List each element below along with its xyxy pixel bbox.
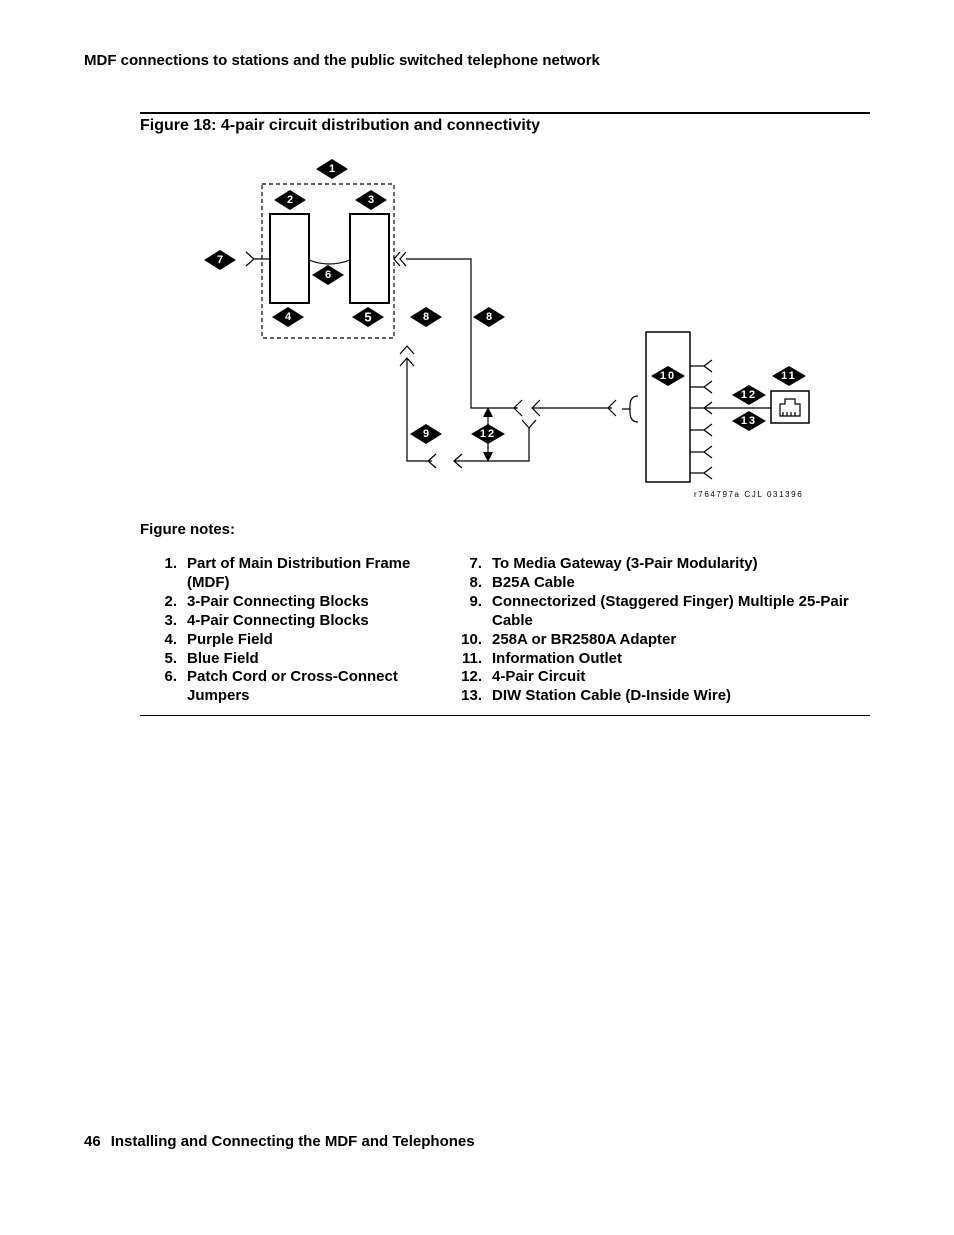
- callout-8b: 8: [473, 307, 505, 327]
- chapter-title: Installing and Connecting the MDF and Te…: [110, 1133, 475, 1150]
- svg-text:8: 8: [486, 311, 492, 323]
- station-cable: [690, 401, 771, 415]
- callout-7: 7: [204, 250, 236, 270]
- svg-text:1: 1: [329, 163, 335, 175]
- callout-6: 6: [312, 265, 344, 285]
- note-item: 6.Patch Cord or Cross-Connect Jumpers: [164, 668, 398, 705]
- adapter-plug: [607, 395, 639, 423]
- callout-11: 11: [772, 366, 806, 386]
- svg-text:11: 11: [781, 370, 797, 382]
- note-item: 3.4-Pair Connecting Blocks: [164, 611, 369, 629]
- b25a-plug-left: [513, 399, 523, 417]
- svg-text:12: 12: [480, 428, 496, 440]
- note-item: 1.Part of Main Distribution Frame (MDF): [164, 555, 411, 591]
- note-item: 4.Purple Field: [164, 630, 273, 648]
- page-number: 46: [84, 1133, 101, 1150]
- callout-3: 3: [355, 190, 387, 210]
- three-pair-block: [269, 213, 310, 304]
- note-item: 5.Blue Field: [164, 649, 259, 667]
- adapter-ports: [690, 359, 713, 480]
- callout-10: 10: [651, 366, 685, 386]
- top-rule: [140, 112, 870, 114]
- figure-title: Figure 18: 4-pair circuit distribution a…: [140, 117, 541, 134]
- callout-12b: 12: [471, 424, 505, 444]
- callout-9: 9: [410, 424, 442, 444]
- callout-13: 13: [732, 411, 766, 431]
- b25a-cable: [393, 251, 518, 409]
- multiple-cable: [399, 345, 432, 462]
- svg-text:10: 10: [660, 370, 676, 382]
- figure-notes-left: 1.Part of Main Distribution Frame (MDF) …: [150, 555, 450, 706]
- svg-text:6: 6: [325, 269, 331, 281]
- four-pair-block: [349, 213, 390, 304]
- callout-1: 1: [316, 159, 348, 179]
- callout-8a: 8: [410, 307, 442, 327]
- callout-12a: 12: [732, 385, 766, 405]
- svg-text:9: 9: [423, 428, 429, 440]
- note-item: 8.B25A Cable: [469, 573, 575, 591]
- gateway-connector: [245, 251, 270, 267]
- note-item: 10.258A or BR2580A Adapter: [461, 630, 677, 648]
- svg-text:5: 5: [364, 310, 371, 325]
- patch-cord: [308, 259, 351, 265]
- svg-text:3: 3: [368, 194, 374, 206]
- multiple-cable-plugs: [427, 419, 537, 469]
- note-item: 2.3-Pair Connecting Blocks: [164, 592, 369, 610]
- four-pair-arrow-down: [483, 452, 493, 462]
- information-outlet: [770, 390, 810, 424]
- jack-icon: [779, 398, 801, 417]
- callout-2: 2: [274, 190, 306, 210]
- note-item: 12.4-Pair Circuit: [461, 668, 586, 686]
- note-item: 11.Information Outlet: [461, 649, 622, 667]
- adapter-body: [645, 331, 691, 483]
- drawing-id: r764797a CJL 031396: [694, 490, 803, 499]
- svg-text:4: 4: [285, 311, 292, 323]
- figure-notes-right: 7.To Media Gateway (3-Pair Modularity) 8…: [455, 555, 855, 706]
- svg-text:2: 2: [287, 194, 293, 206]
- running-header: MDF connections to stations and the publ…: [84, 52, 600, 69]
- b25a-plug-right: [531, 399, 612, 417]
- note-item: 13.DIW Station Cable (D-Inside Wire): [461, 687, 732, 705]
- svg-text:7: 7: [217, 254, 223, 266]
- callout-4: 4: [272, 307, 304, 327]
- svg-text:8: 8: [423, 311, 429, 323]
- note-item: 9.Connectorized (Staggered Finger) Multi…: [469, 592, 849, 629]
- bottom-rule: [140, 715, 870, 716]
- svg-text:13: 13: [741, 415, 757, 427]
- figure-notes-heading: Figure notes:: [140, 521, 236, 538]
- callout-5: 5: [352, 307, 384, 327]
- four-pair-arrow-up: [483, 407, 493, 417]
- note-item: 7.To Media Gateway (3-Pair Modularity): [469, 555, 758, 572]
- running-footer: 46 Installing and Connecting the MDF and …: [84, 1133, 475, 1150]
- svg-text:12: 12: [741, 389, 757, 401]
- circuit-diagram: 1 2 3 4 5 6 7 8 8 9 10 11 12 12 13 r7647…: [204, 159, 810, 499]
- mdf-boundary: [261, 183, 395, 339]
